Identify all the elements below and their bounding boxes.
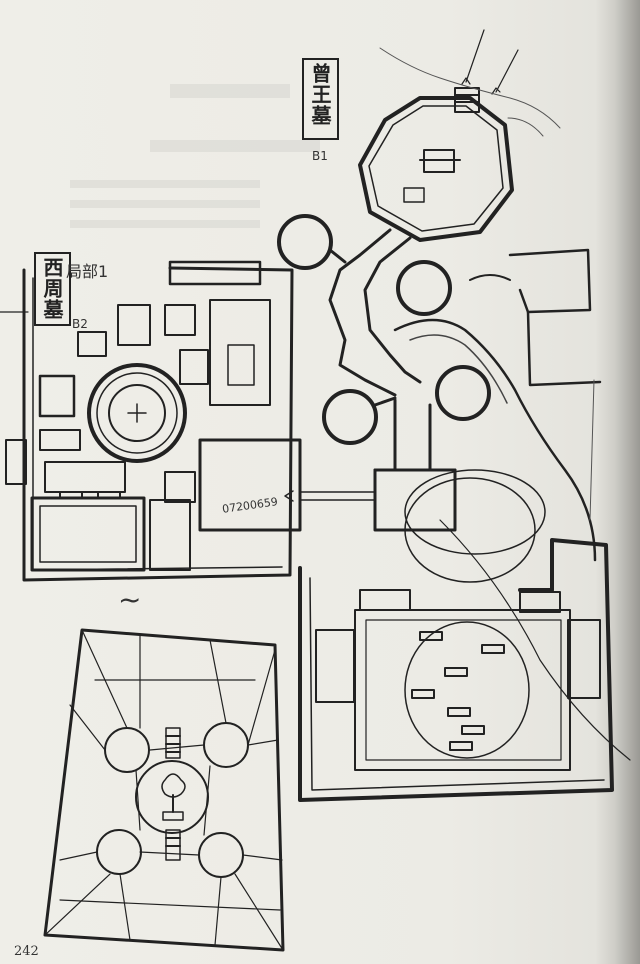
- bleed-through-text: [70, 220, 260, 228]
- central-corridor: [284, 398, 631, 761]
- bleed-through-text: [170, 84, 290, 98]
- winding-passage: [277, 214, 597, 562]
- mausoleum-code: B1: [312, 149, 328, 163]
- page-number: 242: [14, 944, 39, 959]
- connector-mark: ~: [118, 583, 142, 616]
- bleed-through-text: [70, 180, 260, 188]
- mausoleum-title: 曾王墓: [302, 58, 339, 140]
- octagonal-tomb-chamber: [358, 29, 561, 242]
- garden-plan: [43, 628, 285, 952]
- west-code: B2: [72, 317, 88, 331]
- main-hall: [298, 538, 614, 802]
- partial-label: 局部1: [66, 262, 109, 281]
- west-section-title: 西周墓: [34, 252, 71, 326]
- right-annex-rooms: [508, 248, 602, 387]
- bleed-through-text: [70, 200, 260, 208]
- west-complex: [0, 260, 302, 582]
- bleed-through-text: [150, 140, 320, 152]
